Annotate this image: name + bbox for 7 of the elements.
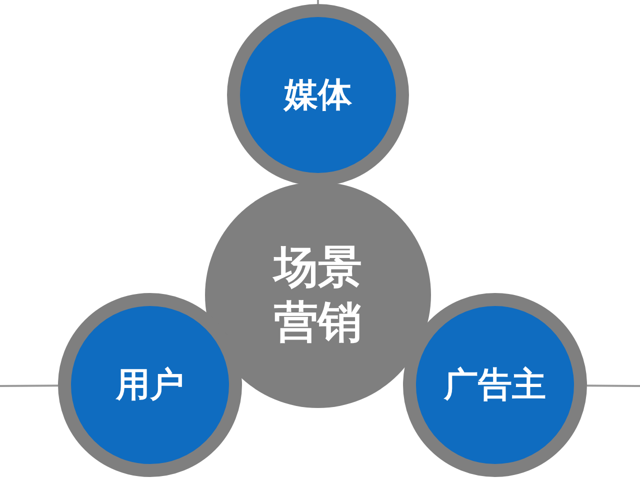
circle-label: 媒体: [282, 74, 353, 116]
connector-line: [0, 384, 58, 387]
circle-label: 用户: [114, 364, 185, 406]
circle-label: 场景营销: [272, 241, 363, 350]
circle-label: 广告主: [442, 364, 547, 406]
connector-line: [587, 384, 640, 387]
connector-line: [317, 0, 319, 4]
